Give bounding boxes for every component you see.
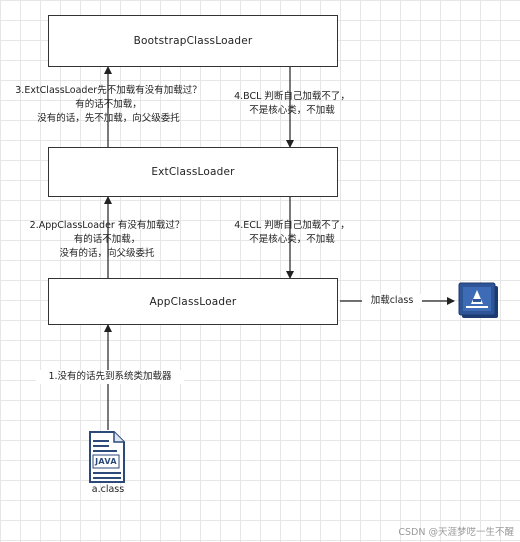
step3-label: 3.ExtClassLoader先不加载有没有加载过？ 有的话不加载， 没有的话… [15,85,202,124]
java-file-icon: JAVA [84,430,130,484]
step1-label: 1.没有的话先到系统类加载器 [36,370,184,384]
watermark: CSDN @天涯梦呓一生不醒 [398,527,514,538]
java-badge: JAVA [95,457,117,466]
ext-classloader-node: ExtClassLoader [48,147,338,197]
bootstrap-classloader-node: BootstrapClassLoader [48,15,338,67]
file-name-label: a.class [91,484,125,495]
app-classloader-node: AppClassLoader [48,278,338,325]
ext-classloader-label: ExtClassLoader [151,166,235,178]
load-class-label: 加载class [362,294,422,308]
step2-label: 2.AppClassLoader 有没有加载过？ 有的话不加载， 没有的话，向父… [29,220,185,259]
bootstrap-classloader-label: BootstrapClassLoader [133,35,253,47]
app-classloader-label: AppClassLoader [149,295,237,308]
step4-bcl-label: 4.BCL 判断自己加载不了， 不是核心类，不加载 [234,91,350,116]
class-output-icon [458,282,500,320]
step4-ecl-label: 4.ECL 判断自己加载不了， 不是核心类，不加载 [234,220,350,245]
